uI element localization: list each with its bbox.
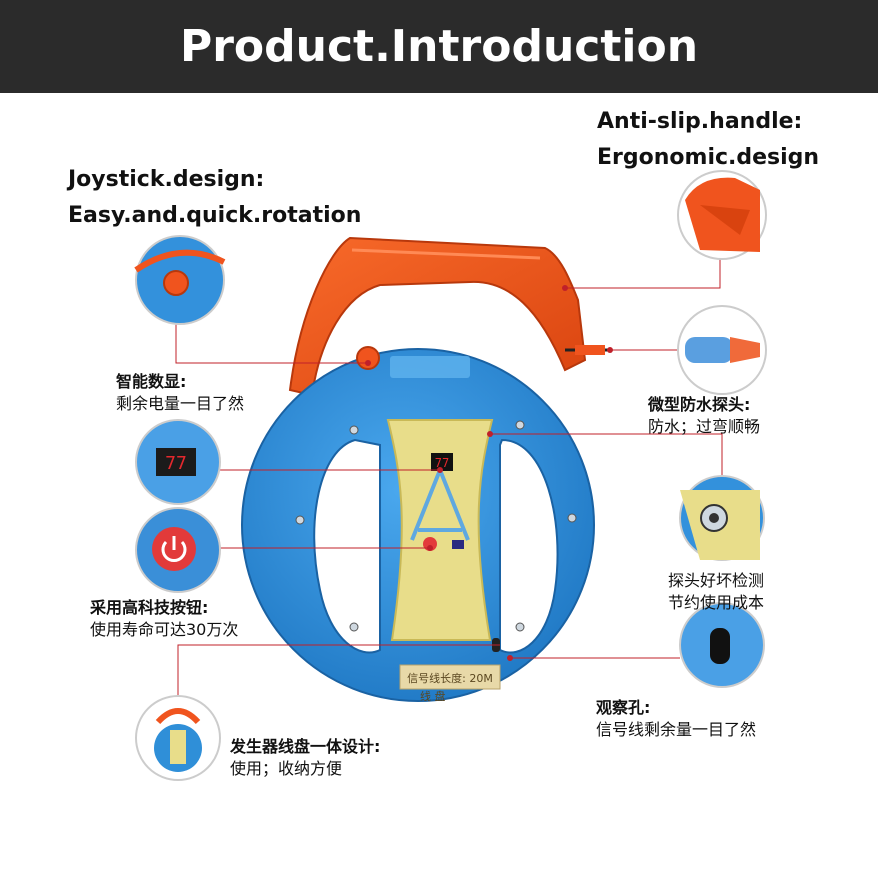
display-title: 智能数显: (116, 372, 187, 391)
zoom-probe (677, 305, 767, 395)
display-desc: 剩余电量一目了然 (116, 394, 245, 413)
button-label: 采用高科技按钮: 使用寿命可达30万次 (90, 597, 238, 641)
window-title: 观察孔: (596, 698, 651, 717)
joystick-line1: Joystick.design: (68, 167, 265, 192)
zoom-power-button (135, 507, 221, 593)
integrated-title: 发生器线盘一体设计: (230, 737, 381, 756)
handle-line1: Anti-slip.handle: (597, 109, 803, 134)
probe-tip (575, 345, 605, 355)
integrated-desc: 使用；收纳方便 (230, 759, 343, 778)
reel-body (241, 346, 595, 702)
display-label: 智能数显: 剩余电量一目了然 (116, 371, 244, 415)
handle-label: Anti-slip.handle: Ergonomic.design (597, 104, 819, 176)
window-desc: 信号线剩余量一目了然 (596, 720, 757, 739)
joystick-label: Joystick.design: Easy.and.quick.rotation (68, 162, 361, 234)
plate-title: 线 盘 (420, 689, 446, 703)
joystick-line2: Easy.and.quick.rotation (68, 203, 362, 228)
callout-lines (175, 258, 723, 720)
callout-dots (365, 285, 613, 661)
probe-desc: 防水；过弯顺畅 (648, 417, 761, 436)
zoom-handle (677, 170, 767, 260)
zoom-display-digits: 77 (165, 453, 187, 474)
zoom-display (135, 419, 221, 505)
zoom-observation-window (679, 602, 765, 688)
button-desc: 使用寿命可达30万次 (90, 620, 239, 639)
integrated-label: 发生器线盘一体设计: 使用；收纳方便 (230, 736, 380, 780)
probe-title: 微型防水探头: (648, 395, 751, 414)
plate-text: 信号线长度: 20M (407, 671, 493, 685)
check-label: 探头好坏检测 节约使用成本 (668, 570, 764, 614)
window-label: 观察孔: 信号线剩余量一目了然 (596, 697, 756, 741)
device-display-digits: 77 (435, 456, 449, 470)
header-bar: Product.Introduction (0, 0, 878, 93)
zoom-integrated-reel (135, 695, 221, 781)
zoom-probe-check (679, 475, 765, 561)
check-title: 探头好坏检测 (668, 571, 765, 590)
page-title: Product.Introduction (179, 21, 699, 72)
button-title: 采用高科技按钮: (90, 598, 209, 617)
zoom-joystick (134, 235, 226, 325)
handle-shape (288, 236, 587, 397)
check-desc: 节约使用成本 (668, 593, 765, 612)
handle-line2: Ergonomic.design (597, 145, 820, 170)
probe-label: 微型防水探头: 防水；过弯顺畅 (648, 394, 760, 438)
